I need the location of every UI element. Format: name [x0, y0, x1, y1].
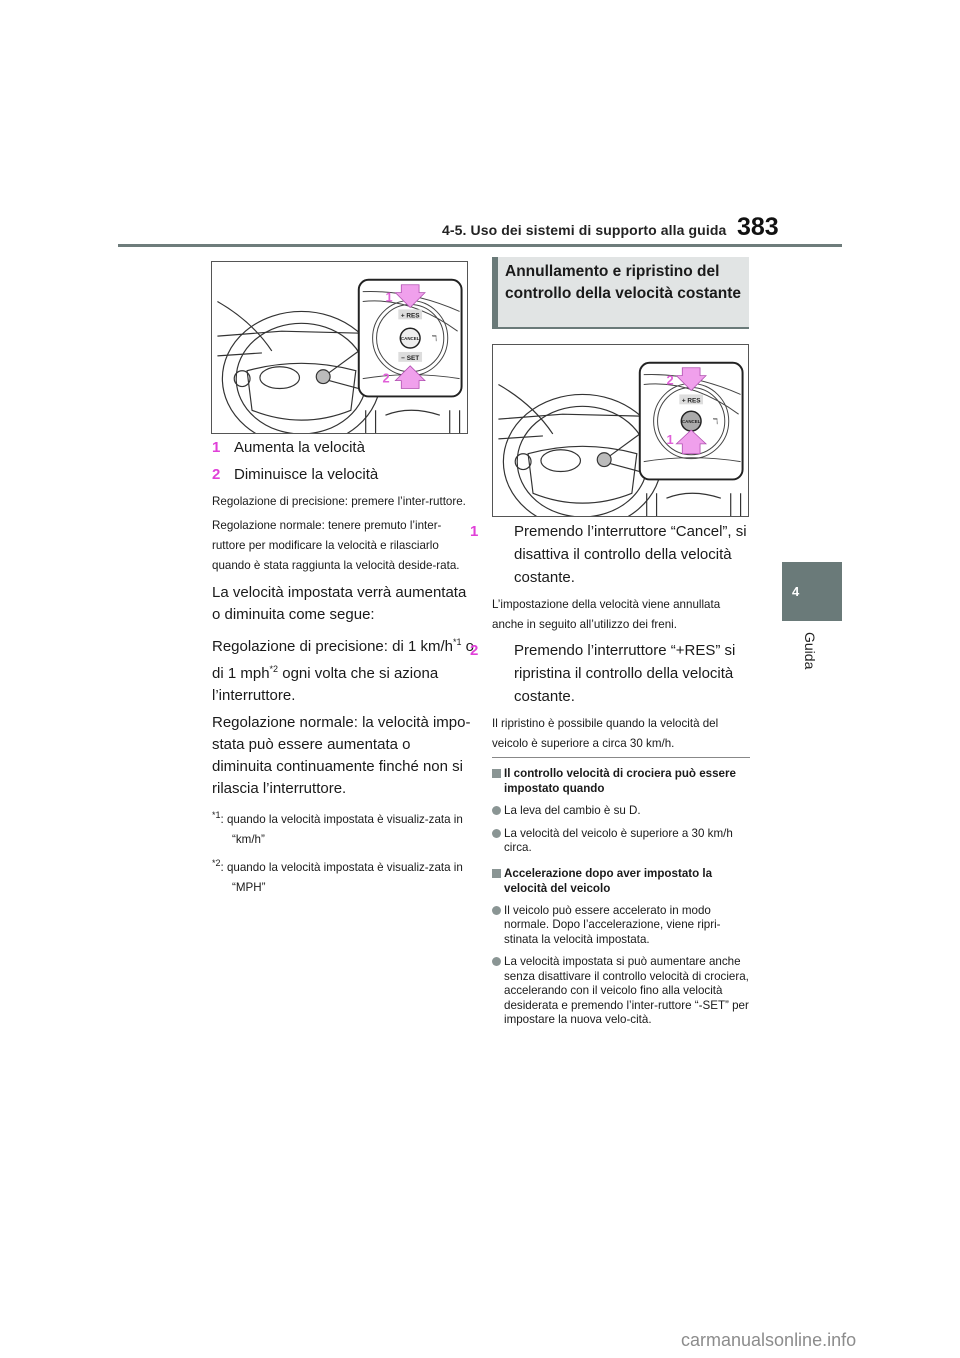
arrow-down-icon — [394, 284, 426, 309]
steering-switch-illustration-set-res: + RES CANCEL ℸ − SET 1 2 — [211, 261, 468, 434]
arrow-up-icon — [675, 429, 708, 455]
chapter-tab[interactable]: 4 — [782, 562, 842, 621]
steering-wheel-icon: + RES CANCEL ℸ − SET 1 2 — [217, 278, 463, 433]
note-bullet: La leva del cambio è su D. — [492, 804, 750, 819]
footnote-ref: *2 — [269, 664, 279, 674]
note-bullet: La velocità del veicolo è superiore a 30… — [492, 827, 750, 856]
svg-text:CANCEL: CANCEL — [401, 336, 420, 341]
svg-text:+ RES: + RES — [401, 312, 420, 319]
svg-text:CANCEL: CANCEL — [682, 419, 701, 424]
watermark: carmanualsonline.info — [681, 1330, 857, 1350]
svg-text:ℸ: ℸ — [713, 417, 718, 426]
arrow-up-icon — [394, 365, 426, 389]
note-heading: Accelerazione dopo aver impostato la vel… — [492, 866, 750, 896]
notes-section: Il controllo velocità di crociera può es… — [492, 757, 750, 1036]
svg-text:+ RES: + RES — [682, 397, 701, 404]
svg-text:1: 1 — [385, 290, 392, 305]
footnote-2: *2: quando la velocità impostata è visua… — [212, 857, 463, 894]
svg-text:1: 1 — [666, 432, 673, 447]
footnote-1: *1: quando la velocità impostata è visua… — [212, 810, 463, 846]
svg-text:ℸ: ℸ — [432, 334, 437, 343]
arrow-down-icon — [675, 367, 707, 392]
section-heading: Annullamento e ripristino del controllo … — [492, 257, 749, 329]
note-bullet: La velocità impostata si può aumentare a… — [492, 955, 750, 1028]
chapter-number: 4 — [792, 584, 800, 599]
step-number: 1 — [470, 523, 479, 540]
page-number: 383 — [737, 213, 779, 241]
step-number: 2 — [212, 466, 221, 483]
section-title: 4-5. Uso dei sistemi di supporto alla gu… — [442, 222, 727, 238]
footnote-ref: *1 — [452, 637, 462, 647]
chapter-label: Guida — [802, 632, 818, 670]
fine-adjust-text: Regolazione di precisione: premere l’int… — [212, 495, 466, 508]
step-number: 2 — [470, 642, 479, 659]
steering-switch-illustration-cancel-res: + RES CANCEL ℸ 2 1 — [492, 344, 749, 517]
resume-note: Il ripristino è possibile quando la velo… — [492, 717, 719, 750]
normal-text: Regolazione normale: la velocità impo-st… — [212, 714, 471, 797]
step-number: 1 — [212, 439, 221, 456]
svg-text:2: 2 — [382, 371, 389, 386]
note-heading: Il controllo velocità di crociera può es… — [492, 766, 750, 796]
header-divider — [118, 244, 842, 247]
intro-text: La velocità impostata verrà aumentata o … — [212, 584, 467, 623]
svg-text:− SET: − SET — [401, 355, 419, 362]
normal-adjust-text: Regolazione normale: tenere premuto l’in… — [212, 519, 460, 572]
svg-text:2: 2 — [666, 373, 673, 388]
steering-wheel-icon: + RES CANCEL ℸ 2 1 — [498, 361, 744, 516]
precision-text: Regolazione di precisione: di 1 km/h*1 o… — [212, 637, 474, 704]
note-bullet: Il veicolo può essere accelerato in modo… — [492, 904, 750, 948]
cancel-note: L’impostazione della velocità viene annu… — [492, 598, 721, 631]
